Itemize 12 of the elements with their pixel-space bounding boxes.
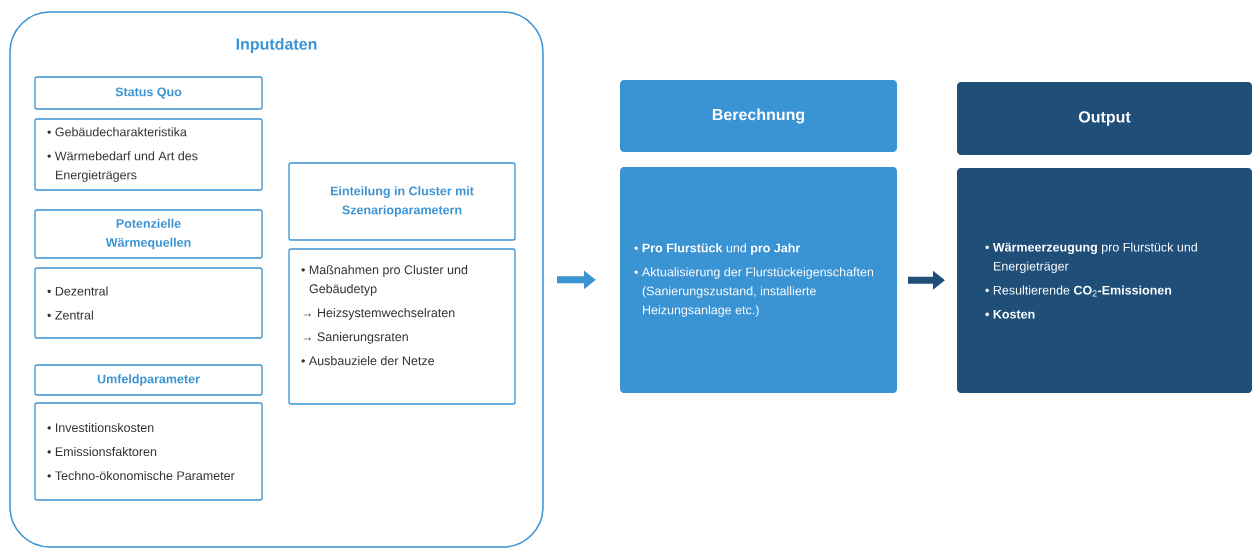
- header-box: Potenzielle Wärmequellen: [34, 209, 263, 259]
- header-box: Status Quo: [34, 76, 263, 110]
- text-box: • Wärmeerzeugung pro Flurstück und Energieträger • Resultierende CO$_{2}$-Emissionen • Kosten: [957, 168, 1252, 393]
- list-box: • Dezentral • Zentral: [34, 267, 263, 339]
- header-box: Output: [957, 82, 1252, 155]
- list-box: • Gebäudecharakteristika • Wärmebedarf und Art des Energieträgers: [34, 118, 263, 191]
- text-box: • Pro Flurstück und pro Jahr • Aktualisierung der Flurstückeigenschaften (Sanierungszustand, installierte Heizungsanlage etc.): [620, 167, 897, 393]
- header-box: Berechnung: [620, 80, 897, 152]
- list-box: • Investitionskosten • Emissionsfaktoren • Techno-ökonomische Parameter: [34, 402, 263, 501]
- header-box: Einteilung in Cluster mit Szenarioparametern: [288, 162, 516, 241]
- list-box: • Maßnahmen pro Cluster und Gebäudetyp → Heizsystemwechselraten → Sanierungsraten • Ausbauziele der Netze: [288, 248, 516, 405]
- header-box: Umfeldparameter: [34, 364, 263, 396]
